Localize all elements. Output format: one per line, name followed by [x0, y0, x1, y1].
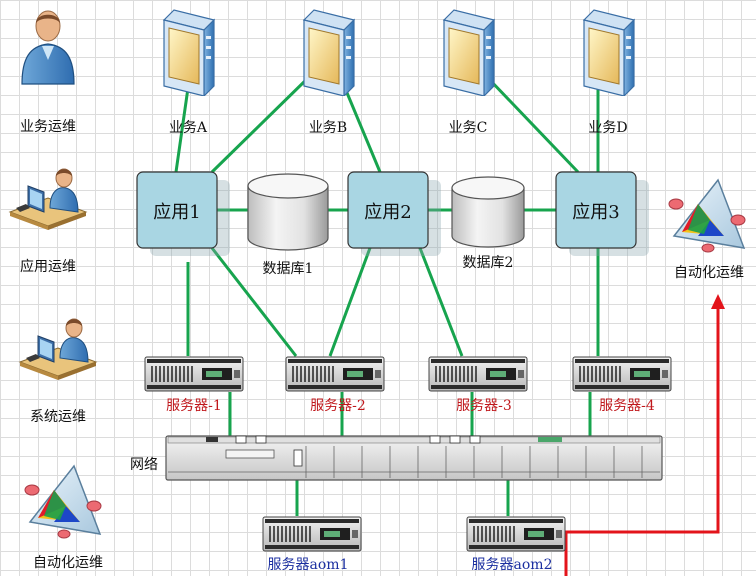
business-label-a: 业务A: [168, 120, 208, 136]
business-label-d: 业务D: [588, 120, 628, 136]
server-1-rack-icon: [144, 356, 244, 392]
database-2-cylinder-icon: [451, 176, 525, 248]
business-server-d-icon: [583, 9, 635, 96]
network-switch-icon: [165, 435, 663, 481]
aom-server-label-2: 服务器aom2: [471, 557, 553, 573]
app-box-3: [555, 171, 649, 256]
business-server-a-icon: [163, 9, 215, 96]
system-ops-workstation-icon: [19, 318, 97, 381]
server-aom1-rack-icon: [262, 516, 362, 552]
link-bizB-app2: [343, 87, 382, 173]
aom-server-label-1: 服务器aom1: [267, 557, 349, 573]
server-4-rack-icon: [572, 356, 672, 392]
server-label-1: 服务器-1: [166, 398, 222, 414]
link-app1-srv2: [210, 247, 298, 357]
business-server-c-icon: [443, 9, 495, 96]
automation-ops-prism-icon: [24, 465, 102, 539]
role-label-automation-ops: 自动化运维: [33, 555, 103, 571]
database-1-cylinder-icon: [247, 173, 329, 251]
app-label-2: 应用2: [364, 202, 412, 223]
server-2-rack-icon: [285, 356, 385, 392]
server-label-3: 服务器-3: [456, 398, 512, 414]
application-ops-workstation-icon: [9, 168, 87, 231]
server-label-2: 服务器-2: [310, 398, 366, 414]
app-box-2: [347, 171, 441, 256]
network-label: 网络: [130, 457, 158, 473]
link-app2-srv2: [328, 247, 372, 357]
server-aom2-rack-icon: [466, 516, 566, 552]
database-label-1: 数据库1: [262, 261, 314, 277]
business-label-c: 业务C: [448, 120, 488, 136]
automation-ops-prism-icon-right: [668, 179, 746, 253]
server-3-rack-icon: [428, 356, 528, 392]
role-label-application-ops: 应用运维: [20, 259, 76, 275]
link-bizC-app3: [486, 76, 580, 174]
role-label-system-ops: 系统运维: [30, 409, 86, 425]
link-bizA-app1: [174, 87, 190, 173]
role-label-business-ops: 业务运维: [20, 119, 76, 135]
role-label-automation-ops-right: 自动化运维: [674, 265, 744, 281]
app-box-1: [136, 171, 230, 256]
app-label-1: 应用1: [153, 202, 201, 223]
business-server-b-icon: [303, 9, 355, 96]
business-ops-person-icon: [21, 10, 75, 85]
database-label-2: 数据库2: [462, 255, 514, 271]
link-app2-srv3: [418, 247, 464, 357]
server-label-4: 服务器-4: [599, 398, 655, 414]
app-label-3: 应用3: [572, 202, 620, 223]
link-bizB-app1: [210, 76, 310, 174]
business-label-b: 业务B: [308, 120, 348, 136]
connection-lines: [174, 76, 600, 516]
automation-alert-arrow: [564, 294, 725, 576]
